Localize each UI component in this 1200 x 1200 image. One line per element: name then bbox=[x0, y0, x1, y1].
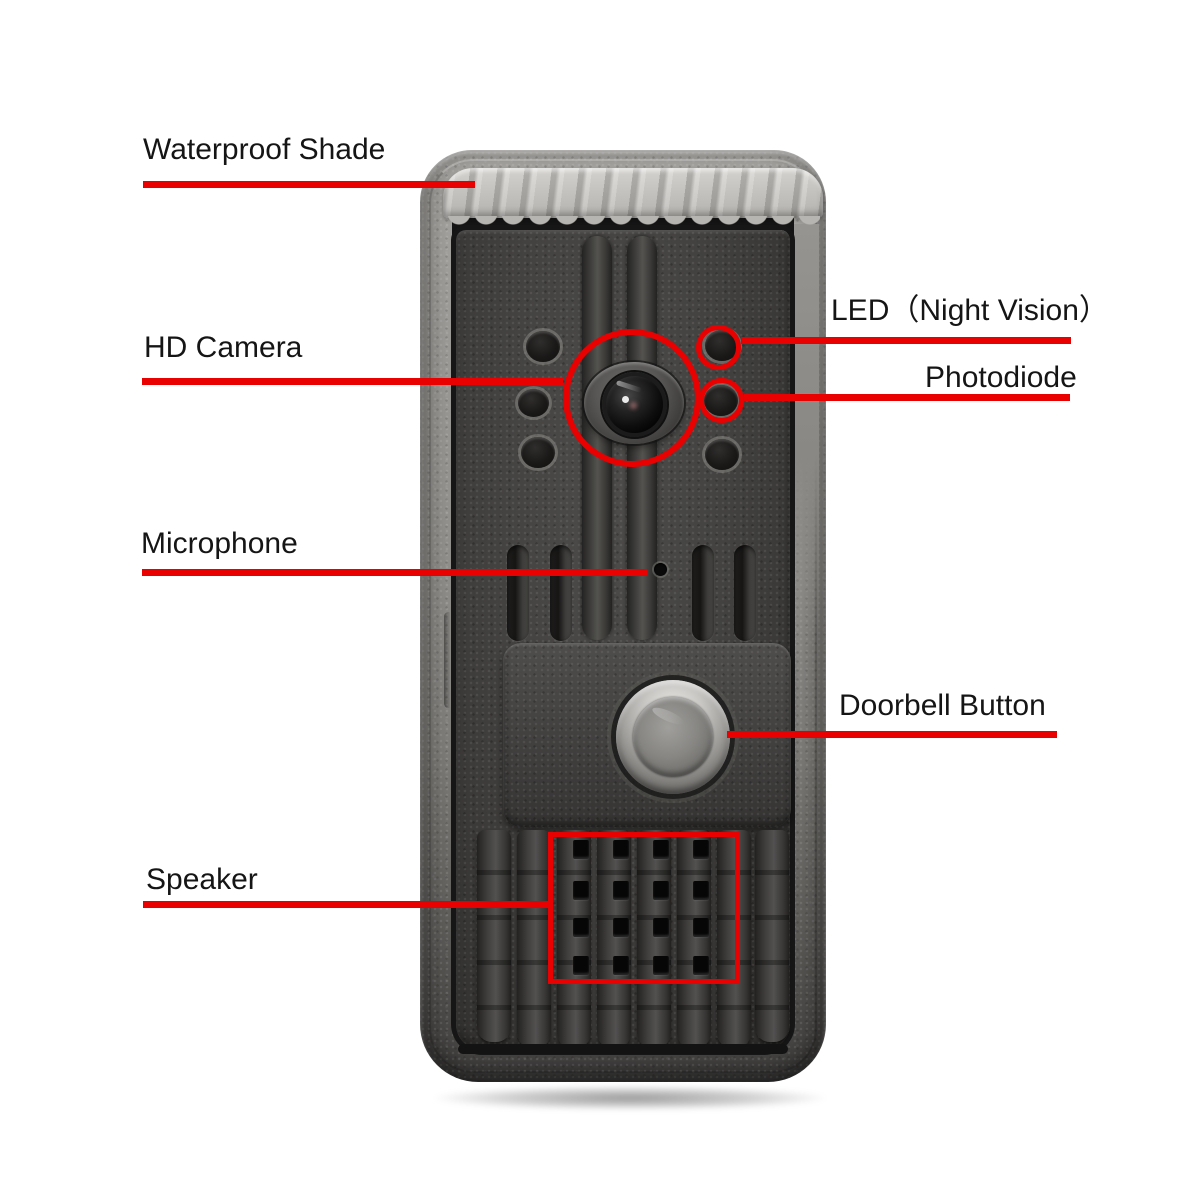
speaker-rib bbox=[477, 830, 511, 1042]
speaker-highlight-box bbox=[548, 832, 740, 984]
speaker-hole bbox=[613, 881, 629, 900]
hd-camera-label: HD Camera bbox=[144, 331, 303, 364]
microphone-callout-line bbox=[142, 569, 647, 576]
speaker-rib bbox=[677, 830, 711, 1048]
vent-slot bbox=[692, 545, 714, 641]
ir-led bbox=[521, 437, 555, 468]
waterproof-shade-callout-line bbox=[143, 181, 475, 188]
waterproof-shade-label: Waterproof Shade bbox=[143, 133, 386, 166]
led-highlight-circle bbox=[696, 325, 741, 370]
photodiode-highlight-circle bbox=[699, 378, 744, 423]
microphone-hole bbox=[654, 563, 667, 576]
speaker-hole bbox=[613, 840, 629, 859]
speaker-hole bbox=[653, 840, 669, 859]
ir-led bbox=[705, 439, 739, 470]
photodiode-callout-line bbox=[744, 394, 1070, 401]
speaker-hole bbox=[653, 918, 669, 937]
device-shadow bbox=[434, 1086, 826, 1110]
vent-slot bbox=[507, 545, 529, 641]
speaker-hole bbox=[693, 918, 709, 937]
frame-side-groove bbox=[444, 612, 453, 708]
speaker-callout-line bbox=[143, 901, 548, 908]
microphone-label: Microphone bbox=[141, 527, 298, 560]
bottom-groove bbox=[458, 1044, 788, 1054]
speaker-hole bbox=[573, 840, 589, 859]
doorbell-button bbox=[633, 697, 713, 777]
led-callout-line bbox=[741, 337, 1071, 344]
hd-camera-callout-line bbox=[142, 378, 563, 385]
vent-slot bbox=[550, 545, 572, 641]
speaker-label: Speaker bbox=[146, 863, 258, 896]
speaker-rib bbox=[557, 830, 591, 1048]
doorbell-button-label: Doorbell Button bbox=[839, 689, 1046, 722]
led-night-vision-label: LED（Night Vision） bbox=[831, 294, 1109, 327]
waterproof-shade bbox=[443, 168, 823, 229]
vent-slot bbox=[734, 545, 756, 641]
speaker-hole bbox=[573, 918, 589, 937]
speaker-hole bbox=[613, 918, 629, 937]
speaker-rib bbox=[517, 830, 551, 1048]
speaker-rib bbox=[637, 830, 671, 1048]
speaker-rib bbox=[717, 830, 751, 1048]
speaker-hole bbox=[573, 956, 589, 975]
hd-camera-highlight-circle bbox=[563, 329, 701, 467]
photodiode-label: Photodiode bbox=[925, 361, 1077, 394]
doorbell-button-callout-line bbox=[727, 731, 1057, 738]
speaker-hole bbox=[573, 881, 589, 900]
speaker-rib bbox=[755, 830, 789, 1042]
speaker-hole bbox=[693, 840, 709, 859]
ir-led bbox=[518, 389, 549, 417]
ir-led bbox=[526, 331, 560, 362]
speaker-hole bbox=[653, 881, 669, 900]
speaker-hole bbox=[613, 956, 629, 975]
waterproof-shade-side bbox=[792, 224, 819, 640]
speaker-hole bbox=[653, 956, 669, 975]
speaker-hole bbox=[693, 956, 709, 975]
speaker-hole bbox=[693, 881, 709, 900]
speaker-rib bbox=[597, 830, 631, 1048]
